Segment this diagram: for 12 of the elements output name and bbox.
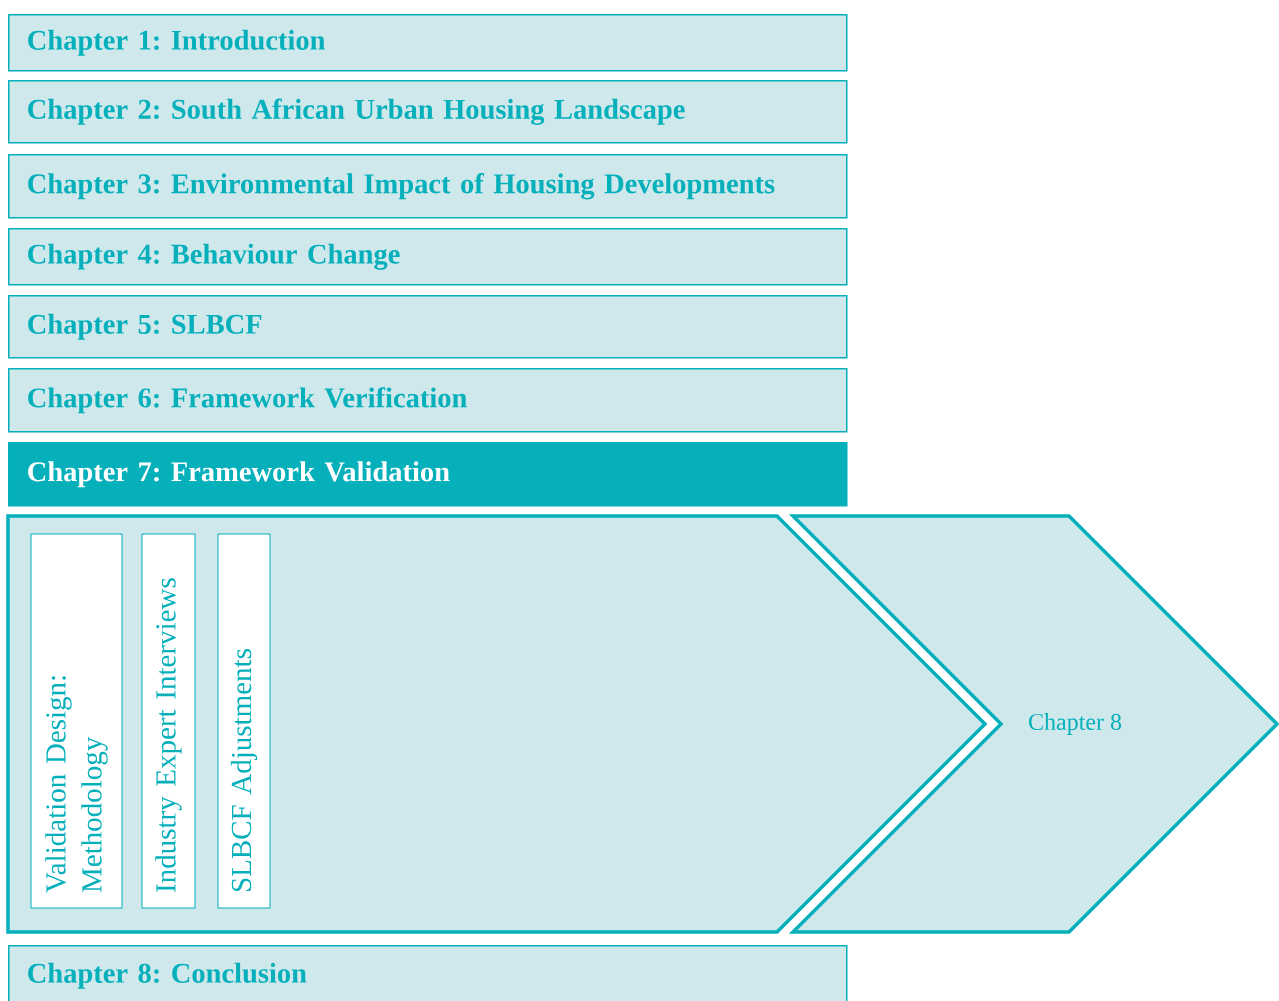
section-box: SLBCF Adjustments <box>217 533 271 909</box>
chapter-bar: Chapter 1: Introduction <box>8 14 848 72</box>
chapter-bar: Chapter 3: Environmental Impact of Housing Developments <box>8 154 848 219</box>
chapter-bar: Chapter 6: Framework Verification <box>8 368 848 433</box>
chapter-bar: Chapter 2: South African Urban Housing Landscape <box>8 80 848 144</box>
chapter-bar: Chapter 5: SLBCF <box>8 295 848 359</box>
chapter-bar: Chapter 8: Conclusion <box>8 945 848 1001</box>
node-label: Chapter 8 <box>1029 713 1122 735</box>
section-box: Validation Design: Methodology <box>30 533 123 909</box>
section-box: Industry Expert Interviews <box>141 533 196 909</box>
chapter-bar: Chapter 7: Framework Validation <box>8 442 848 507</box>
chapter-bar: Chapter 4: Behaviour Change <box>8 228 848 286</box>
